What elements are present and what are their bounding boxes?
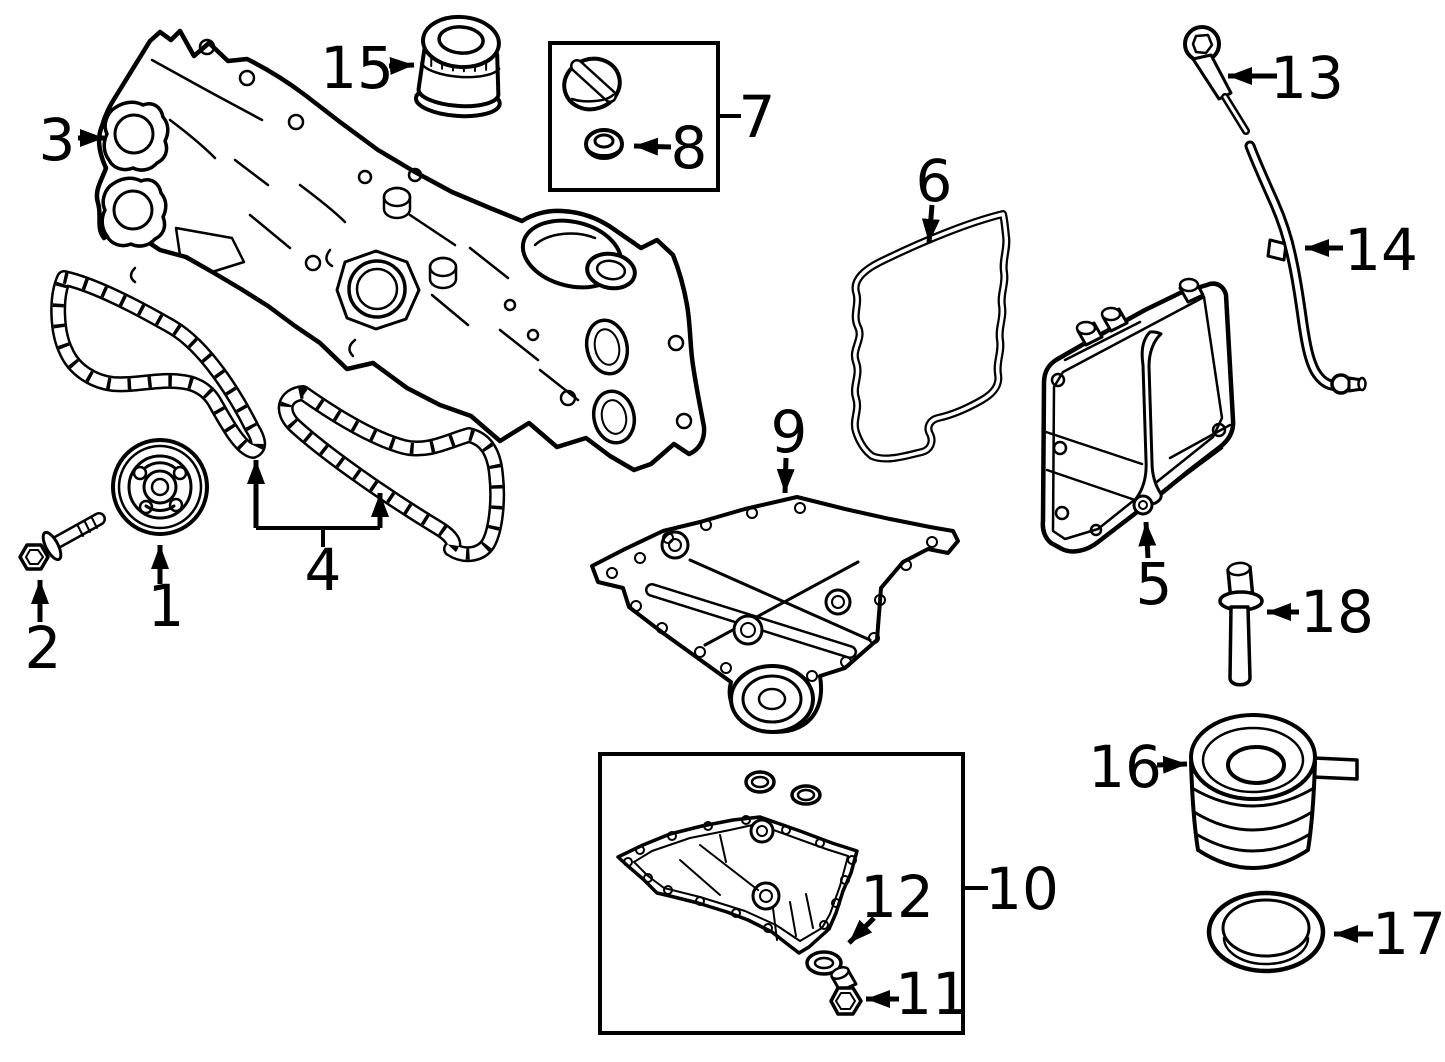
callout-15: 15 — [320, 34, 415, 102]
filler-cap-box — [548, 41, 720, 192]
oil-filler-cap-art — [562, 56, 622, 112]
callout-1-label: 1 — [148, 572, 185, 640]
callout-4-label: 4 — [305, 536, 342, 604]
dipstick-tube-art — [1244, 140, 1367, 395]
callout-8-label: 8 — [671, 114, 708, 182]
callout-4: 4 — [247, 460, 389, 604]
callout-12: 12 — [847, 863, 934, 945]
oil-cooler-stud-art — [1218, 561, 1264, 687]
callout-1: 1 — [148, 545, 185, 640]
callouts: 1 2 3 4 5 6 7 8 — [25, 34, 1445, 1028]
lower-oil-pan-box — [598, 752, 965, 1035]
callout-6-label: 6 — [916, 147, 953, 215]
callout-18-label: 18 — [1300, 578, 1374, 646]
callout-16: 16 — [1088, 733, 1188, 801]
callout-11: 11 — [866, 960, 969, 1028]
callout-8: 8 — [633, 114, 708, 182]
valve-cover-art — [1040, 277, 1236, 554]
callout-12-label: 12 — [860, 863, 934, 931]
filler-cap-seal-art — [584, 128, 624, 160]
callout-14-label: 14 — [1344, 216, 1418, 284]
lower-oil-pan-art — [616, 815, 859, 955]
callout-17: 17 — [1334, 900, 1445, 968]
callout-9: 9 — [771, 398, 808, 494]
oil-cooler-seal-art — [1206, 890, 1326, 974]
callout-10: 10 — [965, 855, 1059, 923]
oil-cooler-art — [1189, 713, 1359, 870]
callout-13-label: 13 — [1270, 44, 1344, 112]
callout-2-label: 2 — [25, 614, 62, 682]
callout-7: 7 — [720, 83, 775, 151]
callout-16-label: 16 — [1088, 733, 1162, 801]
drain-plug-gasket-art — [805, 950, 843, 976]
callout-5: 5 — [1136, 521, 1173, 618]
callout-6: 6 — [916, 147, 953, 244]
oring-small-art — [744, 770, 822, 806]
crankshaft-pulley-art — [111, 438, 209, 536]
callout-9-label: 9 — [771, 398, 808, 466]
crankshaft-bolt-art — [18, 512, 106, 571]
callout-7-label: 7 — [739, 83, 776, 151]
callout-13: 13 — [1228, 44, 1344, 112]
upper-oil-pan-art — [590, 495, 960, 734]
callout-15-label: 15 — [320, 34, 394, 102]
timing-chain-left-art — [50, 270, 267, 459]
callout-3: 3 — [39, 106, 104, 174]
callout-10-label: 10 — [985, 855, 1059, 923]
timing-chain-right-art — [277, 385, 506, 563]
callout-17-label: 17 — [1372, 900, 1445, 968]
callout-11-label: 11 — [895, 960, 969, 1028]
timing-cover-art — [94, 28, 707, 473]
drain-plug-art — [829, 966, 863, 1016]
valve-cover-gasket-art — [850, 210, 1011, 463]
oil-filter-art — [413, 14, 502, 119]
callout-5-label: 5 — [1136, 550, 1173, 618]
callout-3-label: 3 — [39, 106, 76, 174]
callout-2: 2 — [25, 580, 62, 682]
dipstick-art — [1183, 25, 1250, 135]
callout-14: 14 — [1305, 216, 1418, 284]
callout-18: 18 — [1267, 578, 1374, 646]
